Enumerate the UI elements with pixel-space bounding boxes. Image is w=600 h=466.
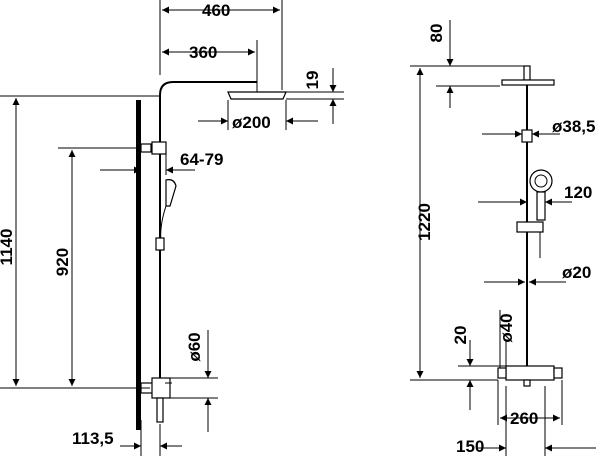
hand-shower-handle bbox=[536, 191, 546, 221]
dim-1220: 1220 bbox=[415, 203, 434, 241]
dim-40: ø40 bbox=[497, 313, 516, 342]
slider bbox=[155, 237, 165, 251]
left-side-view: 460 360 19 ø200 64-79 1140 920 bbox=[0, 0, 344, 456]
thermostat-right-knob bbox=[553, 367, 563, 379]
wall-bracket bbox=[140, 143, 152, 153]
dim-150: 150 bbox=[456, 437, 484, 456]
dim-80: 80 bbox=[427, 24, 446, 43]
thermostat-body bbox=[151, 377, 171, 399]
dim-1140: 1140 bbox=[0, 229, 16, 266]
dim-60: ø60 bbox=[185, 332, 204, 361]
riser-pipe bbox=[159, 81, 257, 380]
hand-shower bbox=[165, 179, 177, 207]
dim-64-79: 64-79 bbox=[180, 150, 223, 169]
dim-460: 460 bbox=[202, 1, 230, 20]
bath-outlet bbox=[156, 397, 164, 423]
right-front-view: 80 ø38,5 120 1220 ø20 ø40 20 260 bbox=[410, 20, 596, 456]
dim-113-5: 113,5 bbox=[72, 429, 114, 448]
bracket-clamp bbox=[151, 141, 167, 155]
dim-19: 19 bbox=[303, 71, 322, 90]
hand-shower-face bbox=[534, 174, 548, 188]
slider-front bbox=[516, 221, 544, 233]
thermostat-left-knob bbox=[497, 367, 507, 379]
hand-shower-head bbox=[529, 169, 553, 193]
dim-120: 120 bbox=[564, 183, 592, 202]
pipe-collar bbox=[521, 129, 533, 143]
thermostat-bar bbox=[505, 365, 555, 381]
head-connector bbox=[523, 65, 531, 81]
dim-360: 360 bbox=[189, 43, 217, 62]
dim-200: ø200 bbox=[232, 113, 271, 132]
wall bbox=[136, 100, 141, 430]
dim-920: 920 bbox=[53, 248, 72, 276]
dim-260: 260 bbox=[510, 409, 538, 428]
dim-38-5: ø38,5 bbox=[552, 117, 595, 136]
rain-shower-head bbox=[227, 91, 287, 100]
rain-shower-head-front bbox=[501, 79, 555, 86]
dim-20-rail: ø20 bbox=[562, 263, 591, 282]
spout bbox=[523, 379, 531, 387]
dim-20-thermo: 20 bbox=[451, 326, 470, 345]
